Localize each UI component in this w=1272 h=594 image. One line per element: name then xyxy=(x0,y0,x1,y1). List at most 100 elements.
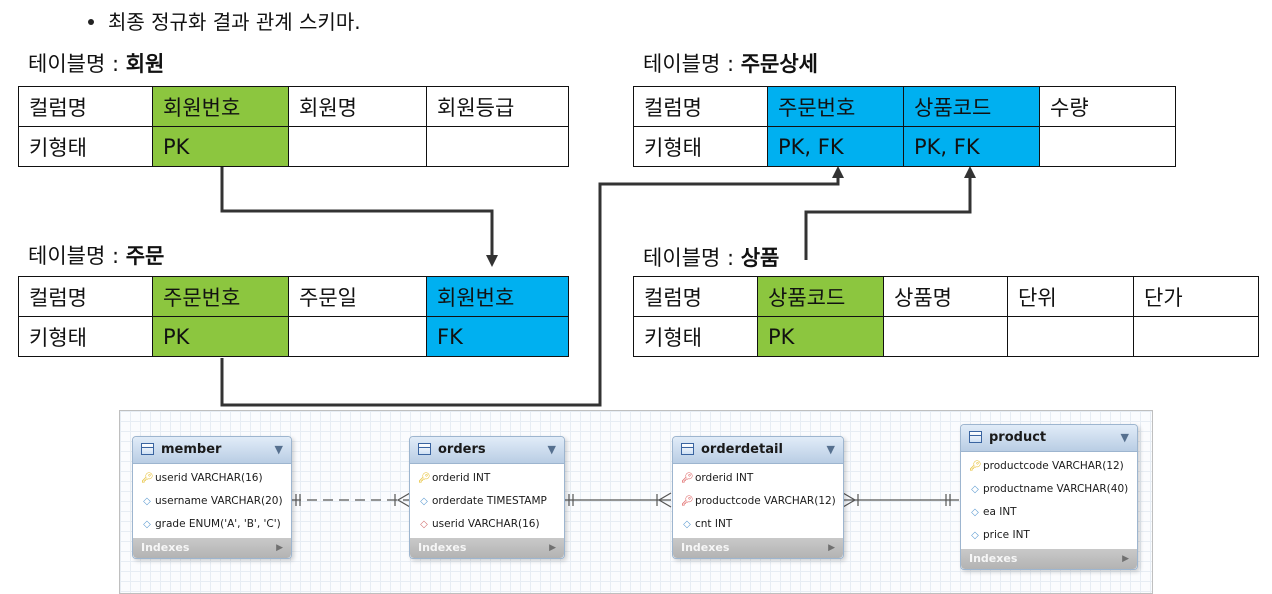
rel-member-orders-crow xyxy=(396,492,411,508)
table-icon xyxy=(418,443,431,455)
product-key-2 xyxy=(883,316,1008,357)
entity-member[interactable]: member ▼ 🔑︎userid VARCHAR(16) ◇username … xyxy=(132,436,292,559)
column-row: ◇ cnt INT xyxy=(673,513,843,536)
member-key-1: PK xyxy=(152,126,289,167)
row-label-column: 컬럼명 xyxy=(633,86,768,127)
indexes-label: Indexes xyxy=(969,552,1018,565)
entity-orders[interactable]: orders ▼ 🔑︎orderid INT ◇ orderdate TIMEST… xyxy=(409,436,565,559)
primary-key-icon: 🔑︎ xyxy=(418,473,431,484)
column-row: ◇price INT xyxy=(961,524,1137,547)
er-relationship-lines xyxy=(291,492,959,508)
dropdown-icon[interactable]: ▼ xyxy=(1120,431,1129,444)
indexes-section[interactable]: Indexes ▶ xyxy=(961,549,1137,569)
arrowhead-order-fk xyxy=(486,255,498,267)
orderdetail-key-1: PK, FK xyxy=(767,126,904,167)
column-diamond-icon: ◇ xyxy=(143,519,151,530)
column-text: cnt INT xyxy=(695,518,733,530)
column-diamond-icon: ◇ xyxy=(683,519,691,530)
column-row: ◇ userid VARCHAR(16) xyxy=(410,513,564,536)
order-col-2: 주문일 xyxy=(288,276,427,317)
row-label-column: 컬럼명 xyxy=(18,276,153,317)
table-member: 컬럼명 회원번호 회원명 회원등급 키형태 PK xyxy=(18,86,569,167)
table-name: 주문 xyxy=(125,244,165,268)
row-label-key: 키형태 xyxy=(633,126,768,167)
product-key-4 xyxy=(1133,316,1259,357)
member-col-2: 회원명 xyxy=(288,86,427,127)
column-row: ◇ grade ENUM('A', 'B', 'C') xyxy=(133,513,291,536)
entity-title: member xyxy=(161,442,222,457)
entity-header[interactable]: orders ▼ xyxy=(410,437,564,464)
orderdetail-key-3 xyxy=(1039,126,1176,167)
entity-columns: 🔑︎orderid INT ◇ orderdate TIMESTAMP ◇ user… xyxy=(410,464,564,538)
member-col-3: 회원등급 xyxy=(426,86,569,127)
table-icon xyxy=(681,443,694,455)
table-label-order: 테이블명 : 주문 xyxy=(28,240,164,270)
entity-orderdetail[interactable]: orderdetail ▼ 🔑︎orderid INT 🔑︎productcod… xyxy=(672,436,844,559)
column-row: ◇ea INT xyxy=(961,501,1137,524)
indexes-section[interactable]: Indexes▶ xyxy=(673,538,843,558)
order-key-1: PK xyxy=(152,316,289,357)
table-icon xyxy=(141,443,154,455)
column-text: productcode VARCHAR(12) xyxy=(983,460,1124,472)
label-prefix: 테이블명 : xyxy=(643,246,741,270)
column-diamond-icon: ◇ xyxy=(143,496,151,507)
primary-foreign-key-icon: 🔑︎ xyxy=(681,473,694,484)
rel-orderdetail-product-crow xyxy=(842,492,857,508)
table-name: 상품 xyxy=(740,246,780,270)
orderdetail-key-2: PK, FK xyxy=(903,126,1040,167)
order-key-3: FK xyxy=(426,316,569,357)
expand-arrow-icon[interactable]: ▶ xyxy=(1122,554,1129,564)
column-text: grade ENUM('A', 'B', 'C') xyxy=(155,518,281,530)
table-product: 컬럼명 상품코드 상품명 단위 단가 키형태 PK xyxy=(633,276,1259,357)
entity-title: product xyxy=(989,430,1047,445)
dropdown-icon[interactable]: ▼ xyxy=(274,443,283,456)
entity-header[interactable]: orderdetail ▼ xyxy=(673,437,843,464)
table-orderdetail: 컬럼명 주문번호 상품코드 수량 키형태 PK, FK PK, FK xyxy=(633,86,1176,167)
column-diamond-icon: ◇ xyxy=(971,507,979,518)
dropdown-icon[interactable]: ▼ xyxy=(826,443,835,456)
product-col-4: 단가 xyxy=(1133,276,1259,317)
entity-header[interactable]: product ▼ xyxy=(961,425,1137,452)
table-label-orderdetail: 테이블명 : 주문상세 xyxy=(643,48,818,78)
bullet-heading: 최종 정규화 결과 관계 스키마. xyxy=(88,6,361,35)
bullet-dot xyxy=(88,18,94,25)
entity-columns: 🔑︎orderid INT 🔑︎productcode VARCHAR(12) … xyxy=(673,464,843,538)
primary-key-icon: 🔑︎ xyxy=(969,461,982,472)
product-key-3 xyxy=(1007,316,1134,357)
table-label-member: 테이블명 : 회원 xyxy=(28,48,164,78)
member-col-1: 회원번호 xyxy=(152,86,289,127)
row-label-column: 컬럼명 xyxy=(18,86,153,127)
arrow-product-to-orderdetail xyxy=(804,176,972,260)
row-label-key: 키형태 xyxy=(18,126,153,167)
primary-key-icon: 🔑︎ xyxy=(141,473,154,484)
column-row: 🔑︎orderid INT xyxy=(410,467,564,490)
indexes-section[interactable]: Indexes ▶ xyxy=(410,538,564,558)
foreign-key-diamond-icon: ◇ xyxy=(420,519,428,530)
column-diamond-icon: ◇ xyxy=(420,496,428,507)
table-order: 컬럼명 주문번호 주문일 회원번호 키형태 PK FK xyxy=(18,276,569,357)
column-text: userid VARCHAR(16) xyxy=(432,518,540,530)
expand-arrow-icon[interactable]: ▶ xyxy=(276,543,283,553)
expand-arrow-icon[interactable]: ▶ xyxy=(828,543,835,553)
column-row: ◇ orderdate TIMESTAMP xyxy=(410,490,564,513)
entity-header[interactable]: member ▼ xyxy=(133,437,291,464)
entity-title: orders xyxy=(438,442,486,457)
table-name: 회원 xyxy=(125,52,165,76)
table-icon xyxy=(969,431,982,443)
arrow-order-to-orderdetail xyxy=(220,176,840,407)
indexes-label: Indexes xyxy=(418,541,467,554)
expand-arrow-icon[interactable]: ▶ xyxy=(549,543,556,553)
member-key-2 xyxy=(288,126,427,167)
row-label-key: 키형태 xyxy=(18,316,153,357)
indexes-label: Indexes xyxy=(141,541,190,554)
column-text: orderdate TIMESTAMP xyxy=(432,495,547,507)
column-text: userid VARCHAR(16) xyxy=(155,472,263,484)
member-key-3 xyxy=(426,126,569,167)
row-label-column: 컬럼명 xyxy=(633,276,758,317)
entity-product[interactable]: product ▼ 🔑︎productcode VARCHAR(12) ◇ pro… xyxy=(960,424,1138,570)
column-row: 🔑︎productcode VARCHAR(12) xyxy=(673,490,843,513)
label-prefix: 테이블명 : xyxy=(28,52,126,76)
dropdown-icon[interactable]: ▼ xyxy=(547,443,556,456)
column-text: productcode VARCHAR(12) xyxy=(695,495,836,507)
indexes-section[interactable]: Indexes ▶ xyxy=(133,538,291,558)
